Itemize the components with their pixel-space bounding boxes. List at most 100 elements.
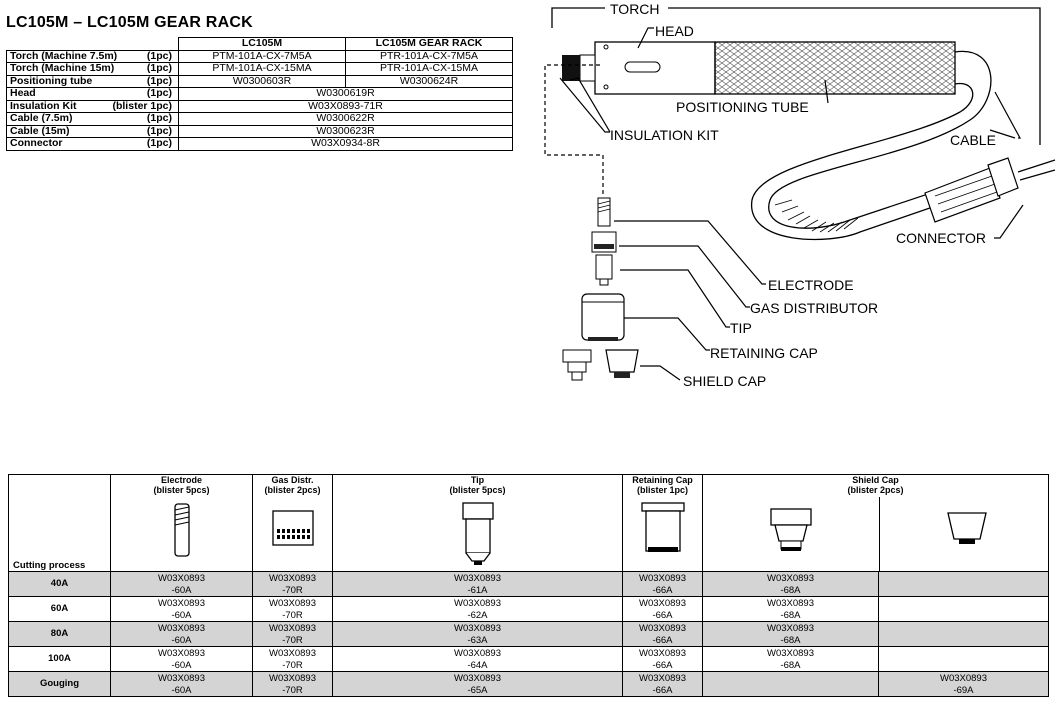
table-row: Connector (1pc) W03X0934-8R xyxy=(6,137,513,151)
code-line1: W03X0893 xyxy=(638,648,686,659)
label-shield-cap: SHIELD CAP xyxy=(683,373,766,389)
part-name: Cable (15m) xyxy=(10,124,70,137)
code-line2 xyxy=(879,573,1048,574)
shield-cap-header: Shield Cap (blister 2pcs) xyxy=(702,474,1049,572)
label-tip: TIP xyxy=(730,320,752,336)
cutting-process: 60A xyxy=(8,596,111,622)
code-line2: -66A xyxy=(652,685,673,696)
code-line2: -70R xyxy=(282,685,303,696)
code-line2: -69A xyxy=(953,685,974,696)
assembly-axis-line xyxy=(544,64,604,195)
part-name: Torch (Machine 15m) xyxy=(10,62,115,74)
code-line2: -68A xyxy=(780,585,801,596)
code-line1: W03X0893 xyxy=(268,573,316,584)
retaining-cap-icon xyxy=(640,502,685,552)
code-line2: -70R xyxy=(282,610,303,621)
electrode-header: Electrode (blister 5pcs) xyxy=(110,474,253,572)
part-name: Connector xyxy=(10,137,63,149)
cable-ribs xyxy=(774,199,859,233)
parts-table-header: LC105M LC105M GEAR RACK xyxy=(6,37,513,51)
shield-cap-gouging-icon xyxy=(947,512,987,544)
electrode-icon xyxy=(173,503,190,557)
cutting-process-header: Cutting process xyxy=(8,474,111,572)
part-name: Insulation Kit xyxy=(10,99,77,112)
code-line1: W03X0893 xyxy=(268,648,316,659)
code-line1: W03X0893 xyxy=(453,598,501,609)
table-row: Head (1pc) W0300619R xyxy=(6,87,513,101)
code-line1: W03X0893 xyxy=(638,598,686,609)
code-line1: W03X0893 xyxy=(453,623,501,634)
part-code: W0300622R xyxy=(178,112,513,126)
code-line1: W03X0893 xyxy=(157,573,205,584)
electrode-part xyxy=(597,197,611,227)
part-name: Head xyxy=(10,87,36,99)
part-name: Positioning tube xyxy=(10,74,93,87)
table-row: 100A W03X0893-60A W03X0893-70R W03X0893-… xyxy=(8,646,1049,672)
part-code: PTR-101A-CX-15MA xyxy=(345,62,513,76)
tip-header: Tip (blister 5pcs) xyxy=(332,474,623,572)
part-qty: (1pc) xyxy=(146,62,172,74)
code-line2: -68A xyxy=(780,635,801,646)
part-qty: (1pc) xyxy=(146,49,172,62)
code-line2: -60A xyxy=(171,585,192,596)
label-insulation-kit: INSULATION KIT xyxy=(610,127,719,143)
code-line2: -68A xyxy=(780,610,801,621)
part-code: W0300623R xyxy=(178,124,513,138)
gas-distributor-part xyxy=(591,231,617,286)
part-qty: (1pc) xyxy=(146,137,172,149)
code-line1: W03X0893 xyxy=(453,573,501,584)
code-line2 xyxy=(879,623,1048,624)
code-line2: -62A xyxy=(467,610,488,621)
part-code: W0300619R xyxy=(178,87,513,101)
part-code: W0300603R xyxy=(178,74,346,88)
code-line2: -70R xyxy=(282,635,303,646)
code-line1: W03X0893 xyxy=(638,573,686,584)
cutting-process: 40A xyxy=(8,571,111,597)
table-row: Cable (7.5m)(1pc) W0300622R xyxy=(6,112,513,126)
table-row: Insulation Kit (blister 1pc) W03X0893-71R xyxy=(6,99,513,113)
code-line2: -66A xyxy=(652,610,673,621)
column-header-lc105m: LC105M xyxy=(178,37,346,51)
code-line1: W03X0893 xyxy=(268,623,316,634)
part-code: PTM-101A-CX-7M5A xyxy=(178,49,346,63)
cutting-process: 100A xyxy=(8,646,111,672)
code-line2: -65A xyxy=(467,685,488,696)
table-row: Positioning tube(1pc) W0300603R W0300624… xyxy=(6,74,513,88)
code-line2: -68A xyxy=(780,660,801,671)
code-line1: W03X0893 xyxy=(939,673,987,684)
part-code: PTM-101A-CX-15MA xyxy=(178,62,346,76)
code-line1: W03X0893 xyxy=(638,623,686,634)
torch-bracket xyxy=(551,7,1041,145)
connector-part xyxy=(924,157,1056,223)
table-row: 80A W03X0893-60A W03X0893-70R W03X0893-6… xyxy=(8,621,1049,647)
label-positioning-tube: POSITIONING TUBE xyxy=(676,99,809,115)
code-line1: W03X0893 xyxy=(766,648,814,659)
part-code: W03X0893-71R xyxy=(178,99,513,113)
part-qty: (1pc) xyxy=(146,74,172,87)
tip-icon xyxy=(461,502,494,565)
label-retaining-cap: RETAINING CAP xyxy=(710,345,818,361)
code-line1: W03X0893 xyxy=(453,648,501,659)
gas-distributor-icon xyxy=(271,510,314,546)
label-torch: TORCH xyxy=(610,1,660,17)
label-gas-distributor: GAS DISTRIBUTOR xyxy=(750,300,878,316)
code-line1: W03X0893 xyxy=(157,598,205,609)
retaining-cap-part xyxy=(562,349,592,381)
column-header-gear-rack: LC105M GEAR RACK xyxy=(345,37,513,51)
code-line2 xyxy=(879,648,1048,649)
part-qty: (blister 1pc) xyxy=(112,99,172,112)
head-part xyxy=(562,41,716,95)
part-code: W03X0934-8R xyxy=(178,137,513,151)
code-line2: -61A xyxy=(467,585,488,596)
gas-distributor-header: Gas Distr. (blister 2pcs) xyxy=(252,474,333,572)
code-line1: W03X0893 xyxy=(766,623,814,634)
table-row: Torch (Machine 15m) (1pc) PTM-101A-CX-15M… xyxy=(6,62,513,76)
part-qty: (1pc) xyxy=(146,87,172,99)
part-qty: (1pc) xyxy=(146,124,172,137)
code-line2: -60A xyxy=(171,660,192,671)
code-line1: W03X0893 xyxy=(453,673,501,684)
page-title: LC105M – LC105M GEAR RACK xyxy=(6,14,253,31)
cutting-process: Gouging xyxy=(8,671,111,697)
cutting-process: 80A xyxy=(8,621,111,647)
leader-lines xyxy=(559,27,1024,381)
